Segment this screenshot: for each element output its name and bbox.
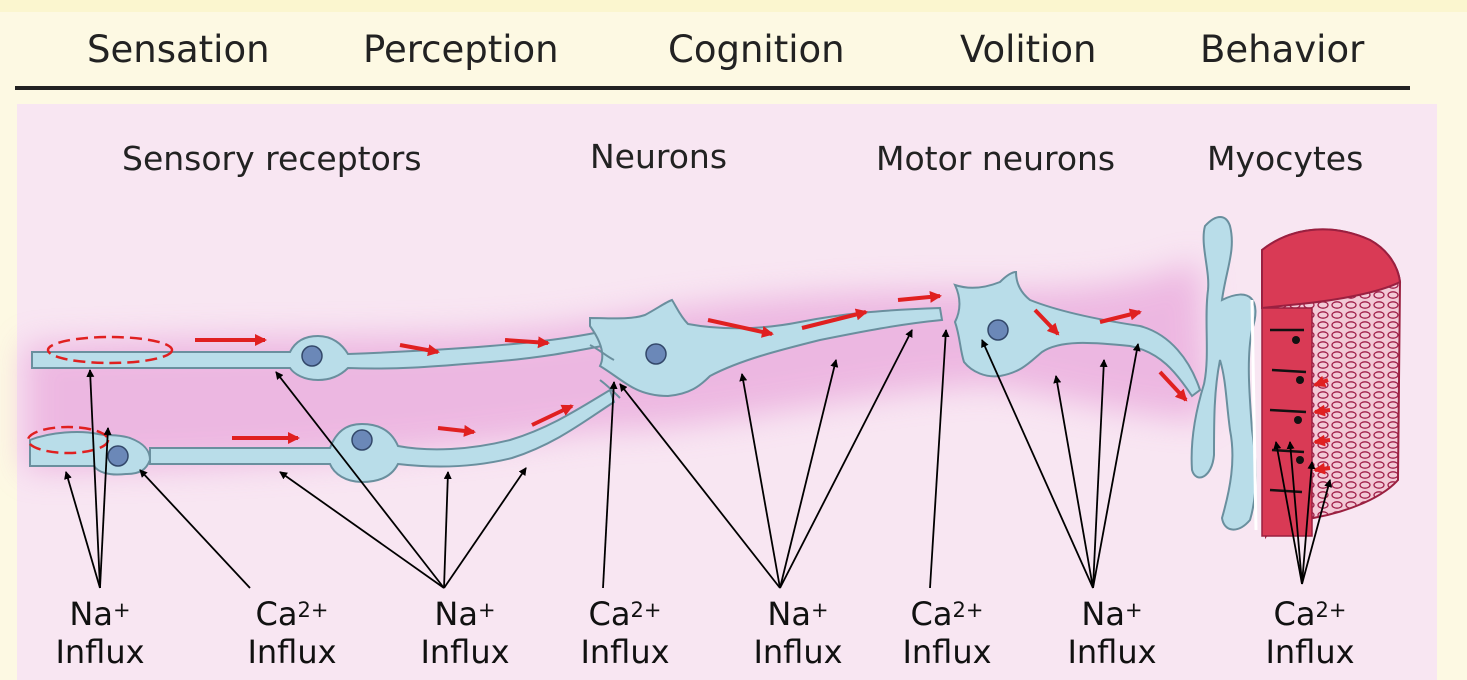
label-neurons: Neurons: [590, 137, 727, 176]
ion-influx: Influx: [40, 633, 160, 671]
ion-symbol: Na+: [1052, 595, 1172, 633]
ion-influx: Influx: [738, 633, 858, 671]
ion-symbol: Na+: [405, 595, 525, 633]
ion-label: Ca2+ Influx: [1250, 595, 1370, 671]
ion-label: Na+ Influx: [738, 595, 858, 671]
pointer-arrow: [140, 470, 250, 588]
ion-influx: Influx: [405, 633, 525, 671]
ion-influx: Influx: [887, 633, 1007, 671]
ion-symbol: Na+: [40, 595, 160, 633]
pointer-arrow: [1056, 376, 1093, 588]
label-motor-neurons: Motor neurons: [876, 139, 1115, 178]
ion-label: Na+ Influx: [1052, 595, 1172, 671]
ion-symbol: Ca2+: [1250, 595, 1370, 633]
ion-influx: Influx: [232, 633, 352, 671]
ion-symbol: Ca2+: [565, 595, 685, 633]
label-sensory-receptors: Sensory receptors: [122, 139, 422, 178]
signal-arrow: [1315, 468, 1330, 470]
ion-influx: Influx: [565, 633, 685, 671]
ion-label: Ca2+ Influx: [232, 595, 352, 671]
label-myocytes: Myocytes: [1207, 139, 1363, 178]
myocyte-fibers: [1262, 229, 1400, 536]
ion-symbol: Ca2+: [887, 595, 1007, 633]
ion-influx: Influx: [1250, 633, 1370, 671]
ion-symbol: Na+: [738, 595, 858, 633]
ion-label: Ca2+ Influx: [887, 595, 1007, 671]
ion-label: Na+ Influx: [405, 595, 525, 671]
ion-influx: Influx: [1052, 633, 1172, 671]
pointer-arrow: [444, 472, 448, 588]
ion-label: Ca2+ Influx: [565, 595, 685, 671]
ion-label: Na+ Influx: [40, 595, 160, 671]
signal-arrow: [1315, 440, 1330, 442]
ion-symbol: Ca2+: [232, 595, 352, 633]
pointer-arrow: [444, 468, 526, 588]
signal-arrow: [1315, 410, 1330, 412]
pointer-arrow: [280, 472, 444, 588]
